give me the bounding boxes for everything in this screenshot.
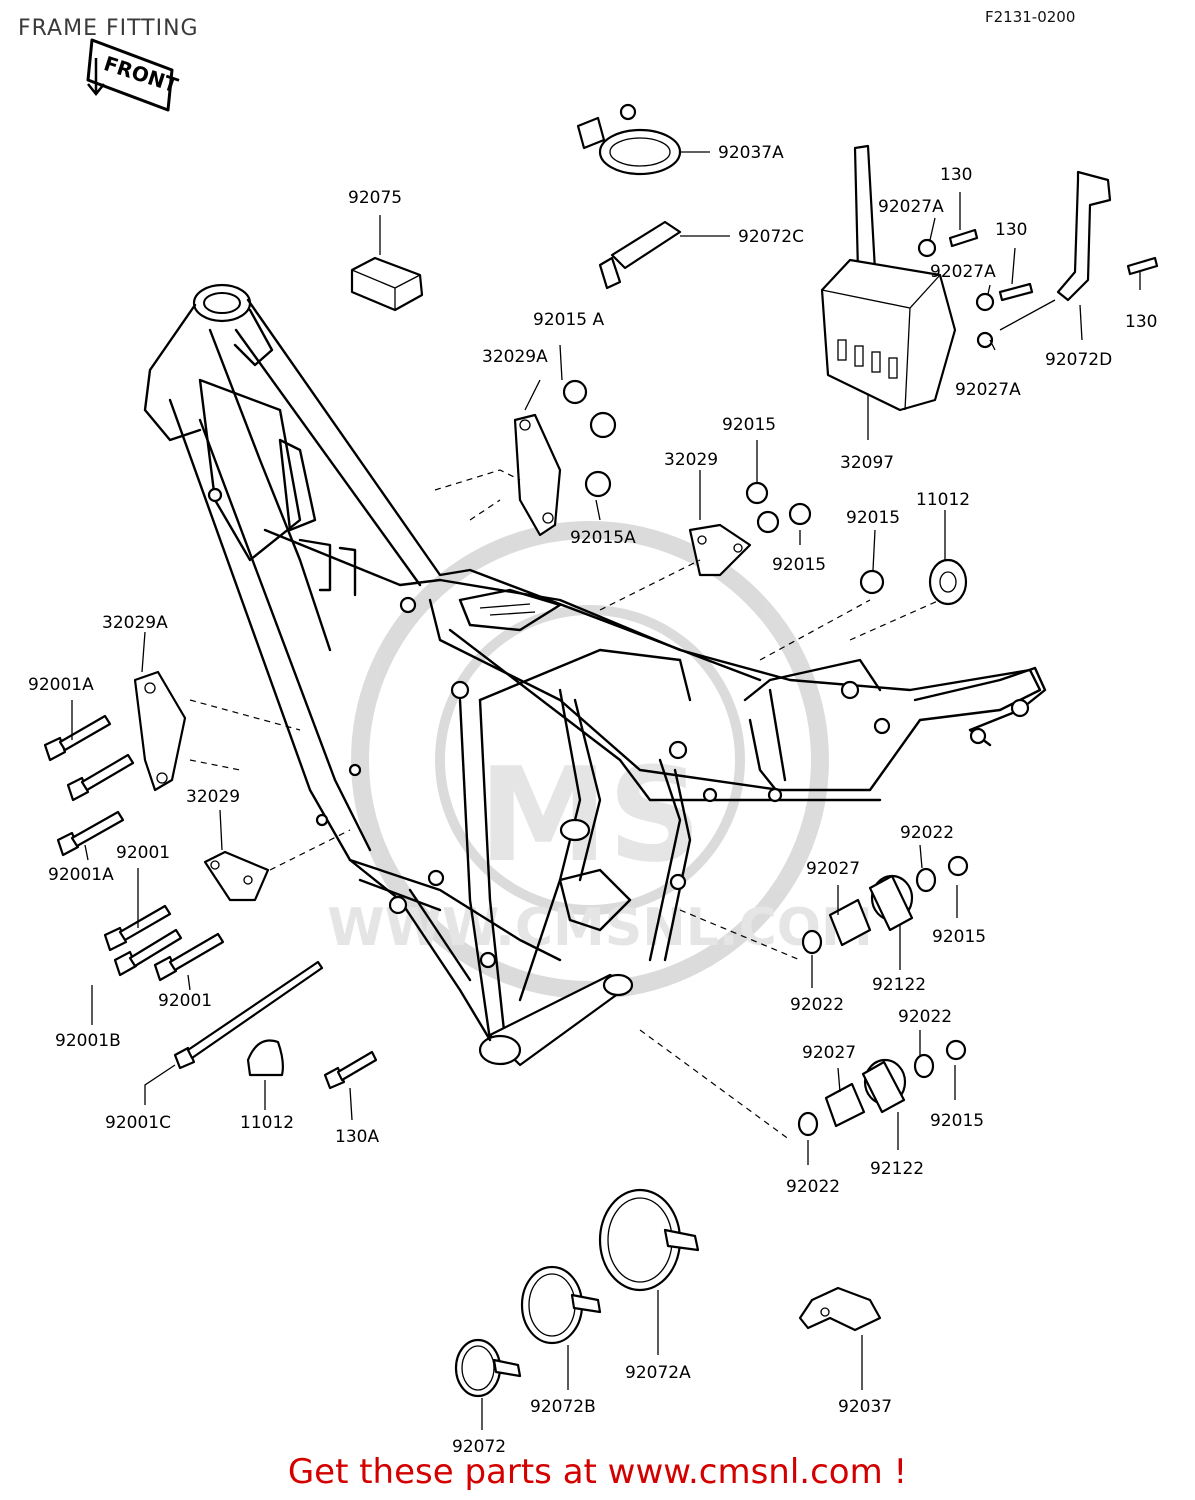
label-92015-e: 92015 (930, 1111, 984, 1131)
label-92072A: 92072A (625, 1363, 691, 1383)
label-92001B: 92001B (55, 1031, 121, 1051)
label-92022-a: 92022 (900, 823, 954, 843)
part-32029A-lower (133, 631, 301, 792)
label-92075: 92075 (348, 188, 402, 208)
part-32029-upper (599, 440, 968, 661)
watermark-text: WWW.CMSNL.COM (327, 898, 872, 958)
label-92022-d: 92022 (786, 1177, 840, 1197)
label-92001-b: 92001 (158, 991, 212, 1011)
part-92072A-band (598, 1188, 700, 1355)
footer-link-text[interactable]: Get these parts at www.cmsnl.com ! (287, 1452, 908, 1492)
front-direction-badge: FRONT (86, 38, 181, 112)
label-32029-a: 32029 (664, 450, 718, 470)
label-92072C: 92072C (738, 227, 804, 247)
part-damper-lower (639, 1029, 967, 1165)
label-92001-a: 92001 (116, 843, 170, 863)
label-92022-b: 92022 (790, 995, 844, 1015)
label-92027A-c: 92027A (955, 380, 1021, 400)
label-32029A-b: 32029A (102, 613, 168, 633)
part-32097-box (820, 144, 957, 440)
label-92027A-b: 92027A (930, 262, 996, 282)
label-92072: 92072 (452, 1437, 506, 1457)
label-92037A: 92037A (718, 143, 784, 163)
part-92072C (598, 220, 730, 290)
label-92001A-a: 92001A (28, 675, 94, 695)
part-130A-bolt (323, 1050, 378, 1121)
label-130-a: 130 (940, 165, 972, 185)
label-92027-a: 92027 (806, 859, 860, 879)
label-92122-a: 92122 (872, 975, 926, 995)
label-92015-c: 92015 (846, 508, 900, 528)
label-92027-b: 92027 (802, 1043, 856, 1063)
part-92072D (999, 170, 1112, 341)
label-92015A-a: 92015 A (533, 310, 604, 330)
label-32097: 32097 (840, 453, 894, 473)
label-92122-b: 92122 (870, 1159, 924, 1179)
motorcycle-frame (143, 283, 1047, 1067)
label-11012-b: 11012 (240, 1113, 294, 1133)
label-92022-c: 92022 (898, 1007, 952, 1027)
label-130-b: 130 (995, 220, 1027, 240)
label-130-c: 130 (1125, 312, 1157, 332)
label-92037: 92037 (838, 1397, 892, 1417)
part-11012-cap (246, 1039, 284, 1110)
label-92015-a: 92015 (722, 415, 776, 435)
part-32029A-upper (434, 344, 617, 537)
label-92072D: 92072D (1045, 350, 1112, 370)
part-92001A-bolts (43, 700, 135, 861)
label-92015-d: 92015 (932, 927, 986, 947)
label-92001C: 92001C (105, 1113, 171, 1133)
label-92027A-a: 92027A (878, 197, 944, 217)
label-11012-a: 11012 (916, 490, 970, 510)
label-92015A-b: 92015A (570, 528, 636, 548)
part-labels: 92037A 92075 92072C 130 92027A 130 92027… (28, 143, 1157, 1457)
diagram-title: FRAME FITTING (18, 16, 199, 41)
part-92075 (350, 215, 424, 312)
part-130-bolts (917, 192, 1159, 351)
part-92037-clamp (798, 1286, 882, 1390)
part-92037A (576, 103, 710, 176)
part-92072-band (454, 1338, 522, 1430)
label-92015-b: 92015 (772, 555, 826, 575)
part-92001C-bolt (144, 960, 324, 1105)
label-92001A-b: 92001A (48, 865, 114, 885)
label-92072B: 92072B (530, 1397, 596, 1417)
part-32029-lower (203, 809, 351, 902)
label-32029A-a: 32029A (482, 347, 548, 367)
part-92072B-band (520, 1265, 602, 1390)
diagram-code: F2131-0200 (985, 8, 1076, 26)
part-92001-bolts (91, 868, 225, 1025)
label-32029-b: 32029 (186, 787, 240, 807)
part-damper-upper (679, 844, 969, 988)
label-130A: 130A (335, 1127, 379, 1147)
